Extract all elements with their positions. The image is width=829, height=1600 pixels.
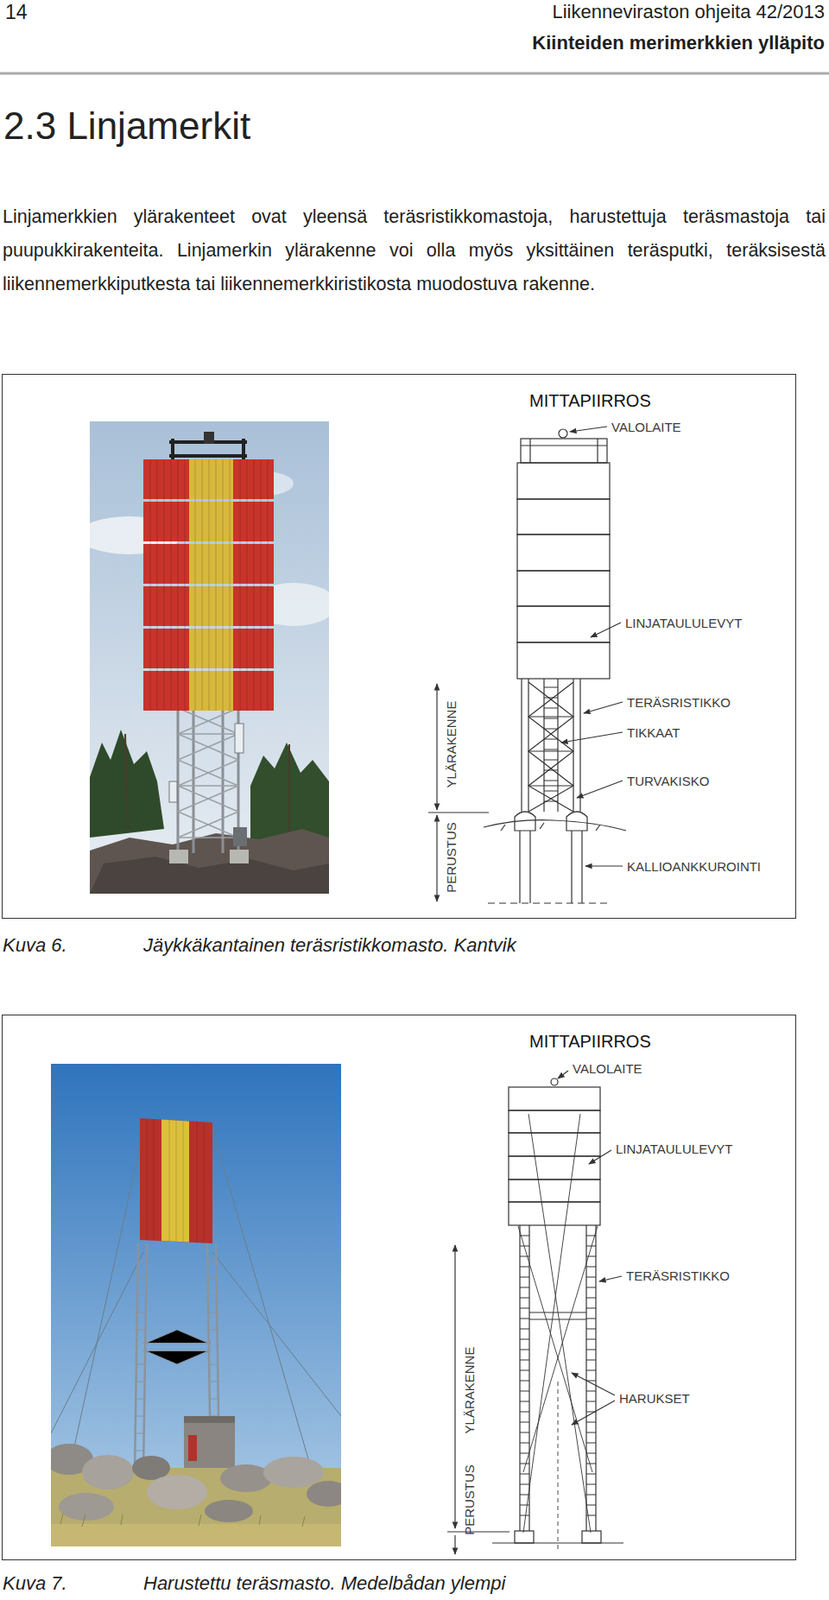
callout-label: TERÄSRISTIKKO — [625, 695, 733, 710]
callout-label: LINJATAULULEVYT — [613, 1141, 735, 1157]
dimension-label: YLÄRAKENNE — [444, 701, 458, 789]
callout-label: TERÄSRISTIKKO — [624, 1268, 732, 1284]
photo-kantvik — [89, 421, 330, 894]
dimension-label: PERUSTUS — [462, 1464, 476, 1536]
figure-number: Kuva 6. — [2, 934, 68, 957]
dimension-label: YLÄRAKENNE — [462, 1347, 476, 1435]
callout-label: HARUKSET — [617, 1391, 692, 1406]
figure-number: Kuva 7. — [2, 1572, 68, 1595]
header-rule — [0, 72, 829, 76]
section-title: 2.3 Linjamerkit — [3, 104, 251, 148]
drawing-guyed-mast — [447, 1070, 624, 1555]
drawing-lattice-mast — [428, 426, 627, 904]
photo-medelbadan — [50, 1063, 342, 1547]
figure-frame: MITTAPIIRROS — [1, 1014, 797, 1561]
figure-caption: Jäykkäkantainen teräsristikkomasto. Kant… — [143, 934, 517, 957]
body-paragraph: Linjamerkkien ylärakenteet ovat yleensä … — [2, 200, 826, 302]
callout-label: LINJATAULULEVYT — [623, 615, 744, 631]
figure-caption: Harustettu teräsmasto. Medelbådan ylempi — [143, 1572, 506, 1595]
figure-frame: MITTAPIIRROS — [1, 373, 797, 919]
figure-heading: MITTAPIIRROS — [529, 1031, 652, 1052]
callout-label: VALOLAITE — [570, 1061, 645, 1076]
header-title: Kiinteiden merimerkkien ylläpito — [531, 31, 825, 55]
callout-label: TURVAKISKO — [625, 773, 711, 789]
callout-label: KALLIOANKKUROINTI — [625, 859, 763, 874]
callout-label: TIKKAAT — [625, 725, 682, 741]
dimension-label: PERUSTUS — [444, 822, 458, 893]
callout-label: VALOLAITE — [609, 419, 684, 435]
header-series: Liikenneviraston ohjeita 42/2013 — [551, 0, 825, 24]
figure-heading: MITTAPIIRROS — [529, 391, 652, 412]
page-number: 14 — [5, 0, 28, 25]
